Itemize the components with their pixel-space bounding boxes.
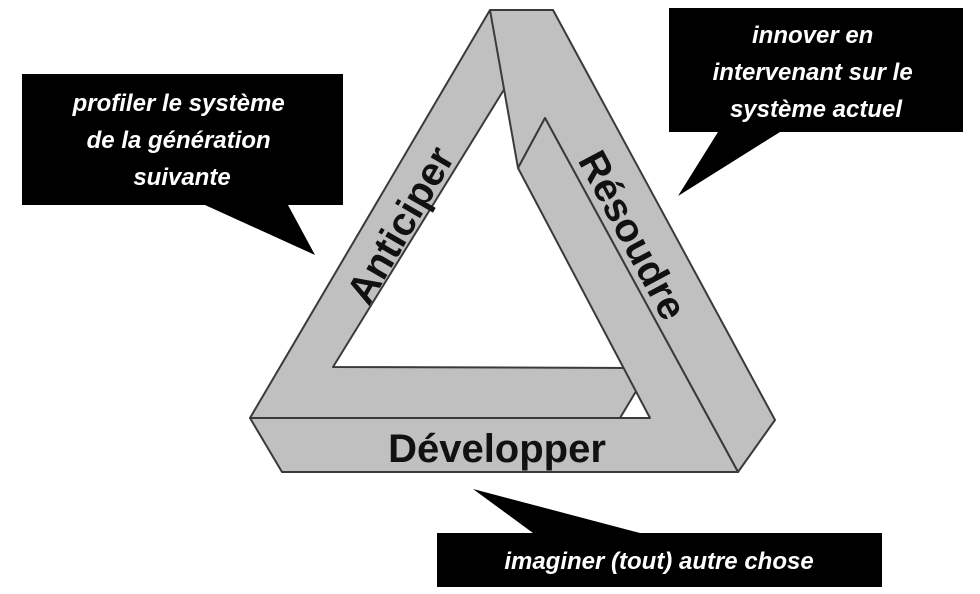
callout-top-left-text: profiler le système de la génération sui… [72,90,292,191]
callout-bottom-text: imaginer (tout) autre chose [504,548,813,575]
callout-top-left-bubble [22,74,343,255]
callout-bottom-bubble [437,489,882,587]
penrose-triangle [249,9,776,473]
callout-top-left-line-1: profiler le système [72,90,285,117]
bottom-bar [249,117,739,473]
callout-top-right-line-2: intervenant sur le [713,59,913,86]
callout-top-right-line-1: innover en [752,22,873,49]
label-developper: Développer [388,427,606,471]
callout-bottom: imaginer (tout) autre chose [437,489,882,587]
callout-top-left-line-2: de la génération [87,127,271,154]
callout-top-right-text: innover en intervenant sur le système ac… [713,22,920,123]
callout-top-right: innover en intervenant sur le système ac… [669,8,963,196]
callout-top-right-bubble [669,8,963,196]
callout-top-left-line-3: suivante [133,164,230,191]
callout-top-right-line-3: système actuel [730,96,903,123]
callout-top-left: profiler le système de la génération sui… [22,74,343,255]
